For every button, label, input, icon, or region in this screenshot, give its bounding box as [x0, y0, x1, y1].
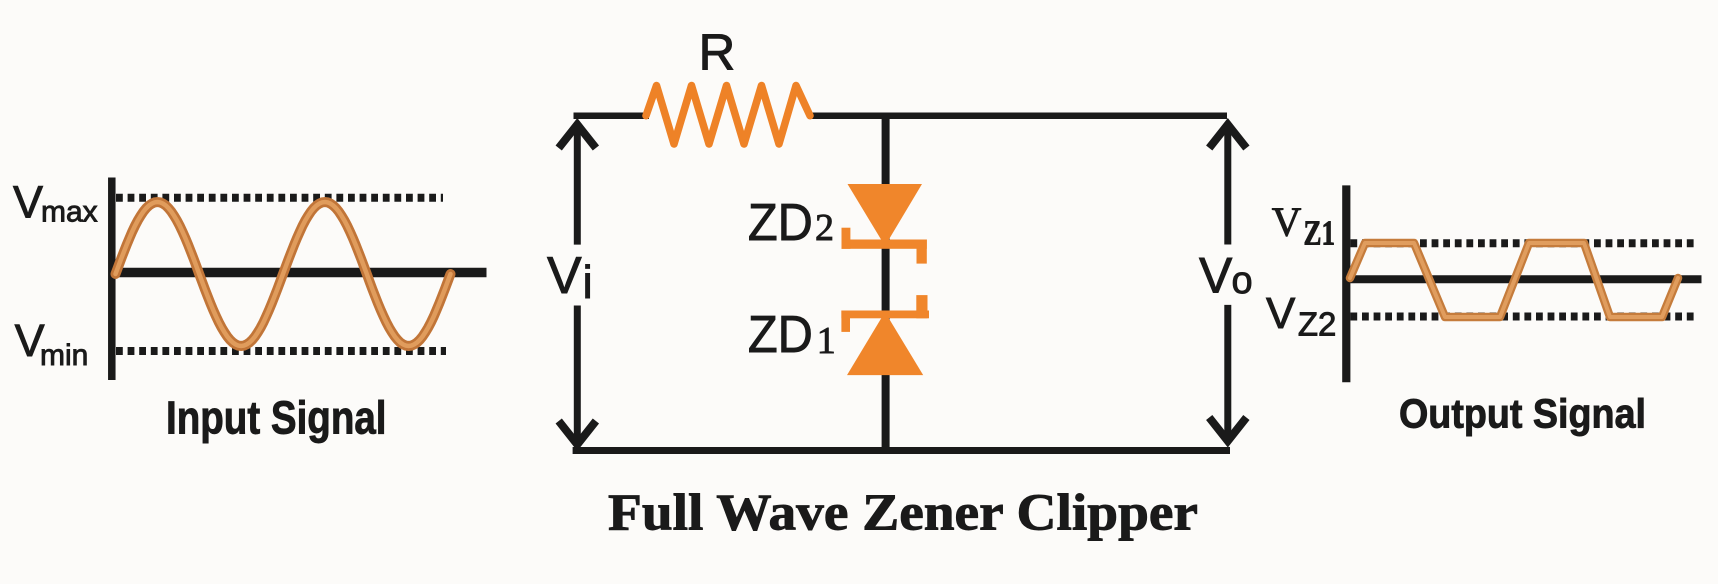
svg-text:V: V	[547, 247, 582, 305]
svg-text:1: 1	[817, 320, 836, 362]
svg-text:ZD: ZD	[748, 306, 813, 364]
svg-text:V: V	[1272, 199, 1302, 245]
svg-text:i: i	[583, 256, 593, 308]
svg-text:o: o	[1232, 260, 1253, 302]
svg-text:Output Signal: Output Signal	[1399, 391, 1646, 437]
svg-text:Input Signal: Input Signal	[166, 392, 387, 444]
svg-text:2: 2	[815, 207, 834, 249]
svg-text:ZD: ZD	[748, 194, 813, 252]
svg-text:V: V	[15, 315, 45, 366]
svg-text:Z2: Z2	[1298, 305, 1337, 342]
svg-text:Full Wave Zener Clipper: Full Wave Zener Clipper	[608, 485, 1198, 542]
svg-text:R: R	[699, 24, 736, 81]
svg-text:max: max	[41, 196, 98, 229]
svg-text:V: V	[1199, 248, 1233, 304]
svg-text:V: V	[1266, 289, 1296, 338]
svg-text:V: V	[13, 176, 43, 227]
svg-text:min: min	[40, 339, 88, 372]
svg-text:Z1: Z1	[1304, 213, 1336, 252]
